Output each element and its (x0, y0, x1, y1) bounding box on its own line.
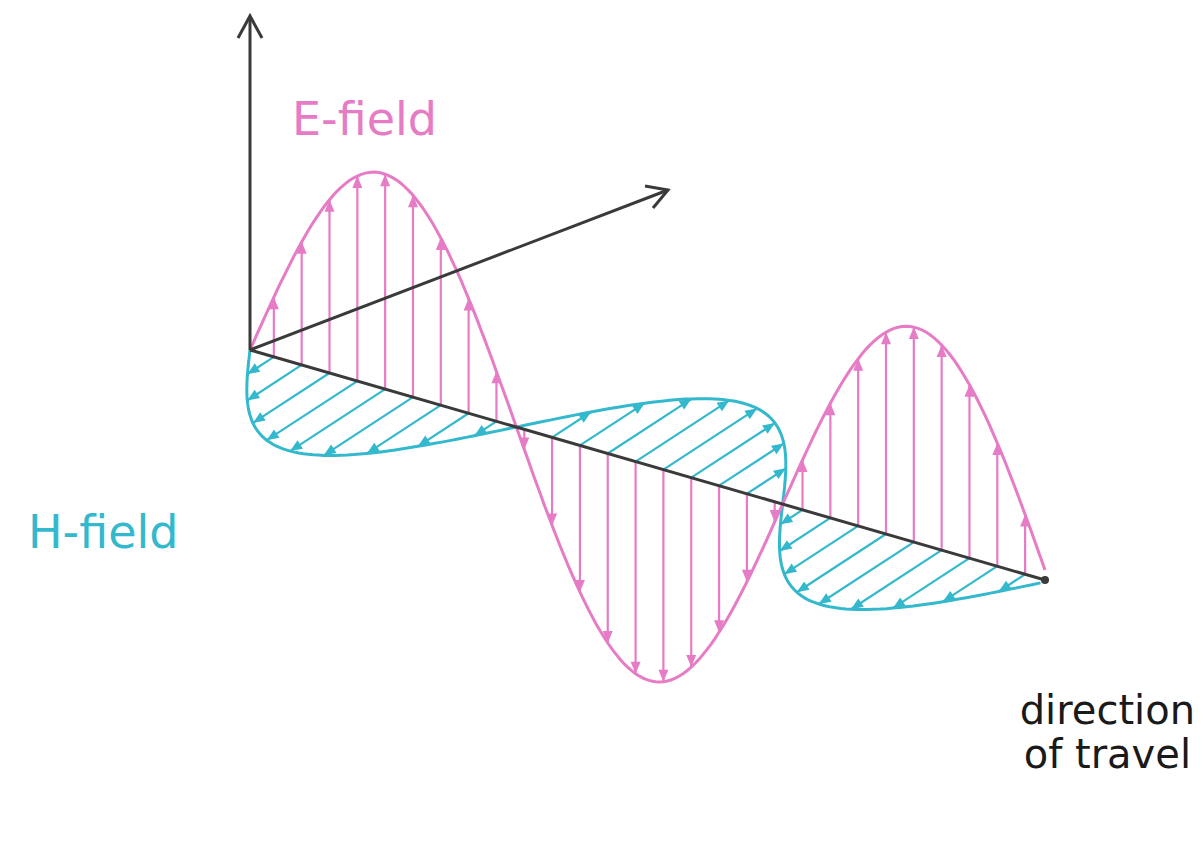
field-vector (663, 408, 757, 469)
field-vector (780, 510, 802, 524)
travel-axis (250, 350, 1045, 580)
field-vector (253, 373, 330, 423)
field-vector (607, 454, 609, 643)
vector-arrowhead (797, 581, 810, 592)
vector-arrowhead (267, 429, 280, 440)
e-field-wave (250, 172, 1045, 682)
travel-direction-label: direction of travel (1020, 688, 1195, 776)
field-vector (797, 534, 886, 592)
vector-arrowhead (717, 400, 730, 411)
field-vector (634, 462, 636, 674)
field-vector (412, 195, 414, 397)
vector-arrowhead (851, 598, 864, 609)
field-vector (747, 468, 786, 493)
axis-arrowhead (238, 16, 262, 38)
vector-arrowhead (290, 440, 303, 451)
field-vector (857, 359, 859, 526)
axis-end-dot (1041, 576, 1049, 584)
field-vector (324, 397, 413, 455)
h-field-wave (247, 350, 1041, 610)
vector-arrowhead (253, 412, 266, 423)
field-vector (440, 238, 442, 405)
vector-arrowhead (784, 563, 797, 574)
field-vector (691, 423, 775, 478)
field-vector (851, 550, 942, 609)
field-vector (784, 526, 858, 574)
vector-arrowhead (247, 390, 260, 401)
h-field-curve (247, 350, 1041, 610)
field-vector (829, 403, 831, 518)
field-vector (247, 357, 273, 374)
axis-arrowhead (645, 186, 668, 208)
field-vector (719, 443, 784, 485)
vector-arrowhead (324, 445, 337, 456)
vertical-axis (249, 18, 252, 350)
field-vector (468, 299, 470, 414)
field-vector (247, 365, 301, 400)
field-vector (367, 405, 441, 453)
field-vector (913, 327, 915, 542)
vector-arrowhead (819, 593, 832, 604)
field-vector (819, 542, 914, 604)
field-vector (662, 470, 664, 682)
field-vector (780, 518, 831, 551)
field-vector (328, 200, 330, 373)
field-vector (996, 443, 998, 566)
field-vector (968, 385, 970, 558)
field-vector (718, 486, 720, 633)
field-vector (267, 381, 358, 440)
field-vector (356, 176, 358, 381)
field-vector (384, 174, 386, 389)
vector-arrowhead (762, 423, 775, 434)
depth-axis (250, 190, 668, 350)
field-vector (301, 242, 303, 365)
field-vector (941, 345, 943, 550)
field-vector (636, 400, 730, 461)
axes (238, 16, 1049, 584)
vector-arrowhead (744, 408, 757, 419)
field-vector (885, 332, 887, 534)
field-vector (551, 437, 553, 525)
e-field-label: E-field (292, 92, 437, 146)
field-vector (690, 478, 692, 667)
vector-arrowhead (771, 443, 784, 454)
e-field-curve (250, 172, 1045, 682)
field-vector (746, 494, 748, 582)
field-vector (579, 445, 581, 592)
h-field-label: H-field (28, 505, 178, 559)
vector-arrowhead (780, 540, 793, 551)
field-vector (290, 389, 385, 451)
